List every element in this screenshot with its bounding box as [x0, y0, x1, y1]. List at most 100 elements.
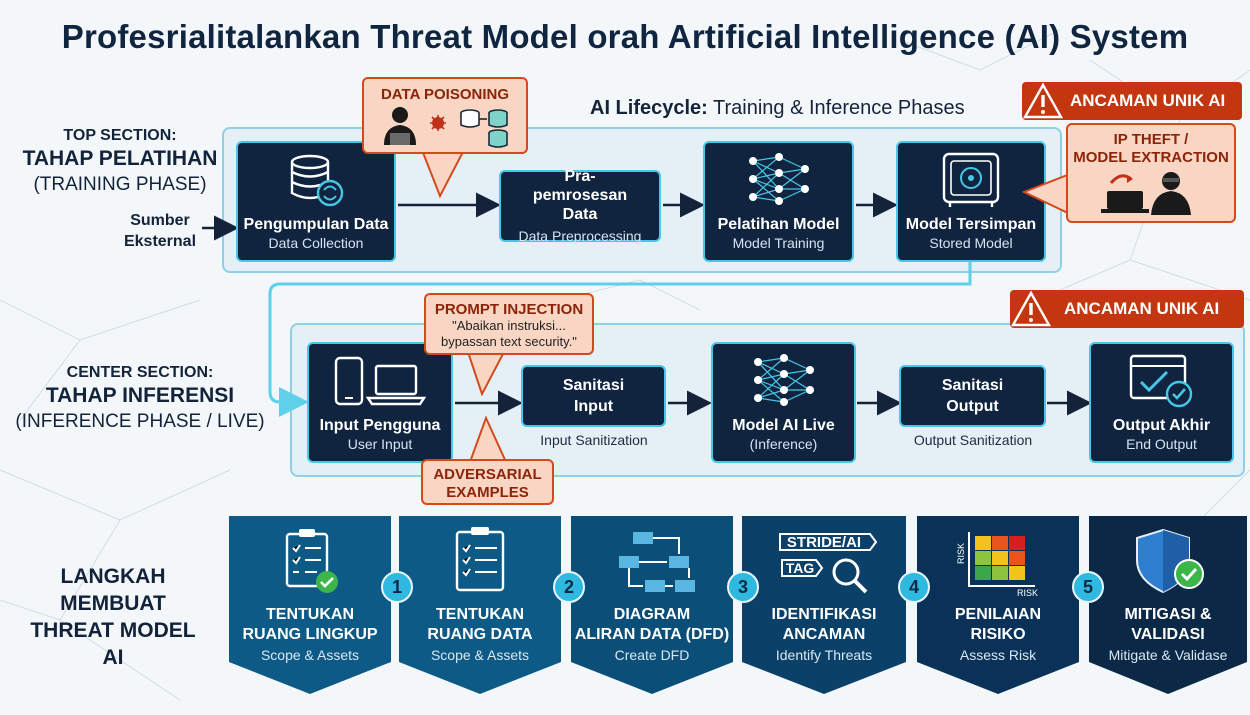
step-badge-2: 2 [553, 571, 585, 603]
steps-label-line3: THREAT MODEL AI [30, 619, 196, 669]
step-define-data[interactable]: TENTUKAN RUANG DATA Scope & Assets [399, 516, 561, 694]
step-badge-1: 1 [381, 571, 413, 603]
node-title: Output Akhir [1112, 417, 1211, 434]
step-title: TENTUKAN RUANG DATA [399, 605, 561, 645]
node-live-model[interactable]: Model AI Live (Inference) [711, 342, 856, 463]
node-subtitle: End Output [1126, 436, 1197, 452]
step-title-line1: DIAGRAM [613, 606, 691, 623]
node-user-input[interactable]: Input Pengguna User Input [307, 342, 453, 463]
node-subtitle: (Inference) [749, 436, 818, 452]
step-badge-4: 4 [898, 571, 930, 603]
step-title-line2: RUANG LINGKUP [242, 626, 378, 643]
alert-text: ANCAMAN UNIK AI [1064, 299, 1220, 318]
step-title-line1: IDENTIFIKASI [771, 606, 877, 623]
page-title: Profesrialitalankan Threat Model orah Ar… [61, 18, 1189, 55]
alert-unique-threat-top: ANCAMAN UNIK AI [1022, 82, 1242, 120]
step-identify-threats[interactable]: STRIDE/AI TAG IDENTIFIKASI ANCAMAN Identi… [742, 516, 906, 694]
node-input-sanitization[interactable]: Sanitasi Input [521, 365, 666, 427]
node-subtitle: Data Preprocessing [518, 228, 642, 244]
external-source-line1: Sumber [130, 212, 190, 229]
step-title-line2: RUANG DATA [427, 626, 533, 643]
threat-ip-theft-line2: MODEL EXTRACTION [1073, 149, 1229, 166]
node-subtitle: Stored Model [929, 235, 1013, 251]
node-output-sanitization[interactable]: Sanitasi Output [899, 365, 1046, 427]
inference-section-paren: (INFERENCE PHASE / LIVE) [15, 411, 265, 432]
flowchart-icon [619, 532, 695, 592]
node-title: Pengumpulan Data [243, 216, 389, 233]
step-subtitle: Mitigate & Validase [1108, 647, 1228, 663]
threat-data-poisoning[interactable]: DATA POISONING [362, 77, 528, 154]
step-title-line1: PENILAIAN [954, 606, 1042, 623]
threat-adversarial-line1: ADVERSARIAL [433, 466, 542, 483]
threat-prompt-injection[interactable]: PROMPT INJECTION "Abaikan instruksi... b… [424, 293, 594, 355]
step-subtitle: Scope & Assets [430, 647, 530, 663]
step-subtitle: Identify Threats [775, 647, 873, 663]
node-stored-model[interactable]: Model Tersimpan Stored Model [896, 141, 1046, 262]
node-output-sanitization-subtitle: Output Sanitization [913, 432, 1033, 448]
step-title: MITIGASI & VALIDASI [1089, 605, 1247, 645]
node-title: Input Pengguna [319, 417, 441, 434]
inference-section-label: CENTER SECTION: TAHAP INFERENSI (INFEREN… [0, 364, 280, 433]
node-model-training[interactable]: Pelatihan Model Model Training [703, 141, 854, 262]
lifecycle-heading: AI Lifecycle: Training & Inference Phase… [590, 97, 965, 120]
neural-network-icon [753, 354, 814, 406]
step-title-line2: VALIDASI [1131, 626, 1205, 643]
steps-label: LANGKAH MEMBUAT THREAT MODEL AI [18, 563, 208, 671]
step-subtitle: Create DFD [614, 647, 690, 663]
node-title: Sanitasi Output [941, 377, 1004, 415]
hacker-database-icon [384, 107, 508, 148]
shield-check-icon [1136, 528, 1204, 594]
node-subtitle: User Input [347, 436, 413, 452]
node-data-preprocessing[interactable]: Pra-pemrosesan Data Data Preprocessing [499, 168, 661, 244]
threat-ip-theft[interactable]: IP THEFT / MODEL EXTRACTION [1066, 123, 1236, 223]
threat-prompt-quote-line2: bypassan text security." [441, 334, 577, 349]
warning-icon [1010, 290, 1052, 327]
hacker-laptop-icon [1101, 172, 1191, 215]
threat-data-poisoning-title: DATA POISONING [380, 86, 510, 103]
devices-icon [334, 356, 427, 406]
magnifier-tag-icon: STRIDE/AI TAG [779, 533, 878, 594]
external-source-label: Sumber Eksternal [112, 210, 208, 252]
step-title-line1: TENTUKAN [436, 606, 524, 623]
node-data-collection[interactable]: Pengumpulan Data Data Collection [236, 141, 396, 262]
node-input-sanitization-subtitle: Input Sanitization [540, 432, 648, 448]
step-dfd[interactable]: DIAGRAM ALIRAN DATA (DFD) Create DFD [571, 516, 733, 694]
node-title: Model Tersimpan [905, 216, 1037, 233]
step-subtitle: Assess Risk [959, 647, 1037, 663]
threat-prompt-quote-line1: "Abaikan instruksi... [452, 318, 566, 333]
step-title-line1: MITIGASI & [1124, 606, 1212, 623]
data-poisoning-pointer [420, 150, 466, 199]
node-end-output[interactable]: Output Akhir End Output [1089, 342, 1234, 463]
neural-network-icon [748, 153, 809, 205]
step-title-line1: TENTUKAN [266, 606, 354, 623]
risk-axis-x: RISK [1017, 588, 1038, 598]
training-section-label: TOP SECTION: TAHAP PELATIHAN (TRAINING P… [10, 127, 230, 196]
step-title-line2: ANCAMAN [782, 626, 866, 643]
training-section-title: TAHAP PELATIHAN [22, 147, 218, 170]
steps-label-line2: MEMBUAT [60, 592, 166, 615]
node-title: Model AI Live [732, 417, 835, 434]
safe-icon [942, 152, 1000, 207]
warning-icon [1022, 82, 1064, 119]
checklist-icon [285, 529, 338, 593]
training-section-small: TOP SECTION: [63, 127, 177, 144]
step-title-line2: ALIRAN DATA (DFD) [574, 626, 730, 643]
prompt-injection-pointer [466, 352, 506, 396]
alert-unique-threat-center: ANCAMAN UNIK AI [1010, 290, 1244, 328]
node-title: Pra-pemrosesan Data [532, 168, 628, 223]
step-badge-3: 3 [727, 571, 759, 603]
node-title: Sanitasi Input [562, 377, 625, 415]
steps-label-line1: LANGKAH [60, 565, 166, 588]
risk-matrix-icon: RISK RISK [956, 532, 1038, 598]
lifecycle-heading-bold: AI Lifecycle: [590, 97, 708, 119]
step-mitigate[interactable]: MITIGASI & VALIDASI Mitigate & Validase [1089, 516, 1247, 694]
adversarial-pointer [468, 416, 508, 462]
inference-section-title: TAHAP INFERENSI [45, 384, 235, 407]
stride-tag-text: STRIDE/AI [787, 534, 861, 551]
threat-ip-theft-line1: IP THEFT / [1113, 131, 1189, 148]
threat-adversarial-examples[interactable]: ADVERSARIAL EXAMPLES [421, 459, 554, 505]
ip-theft-pointer [1022, 172, 1072, 216]
